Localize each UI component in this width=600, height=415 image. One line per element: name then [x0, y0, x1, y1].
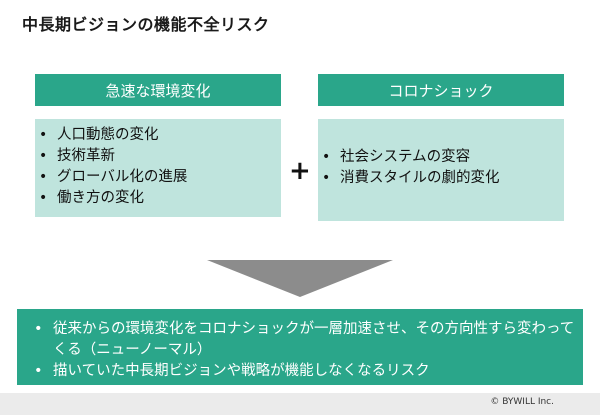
left-item: •技術革新: [35, 146, 281, 167]
result-box: •従来からの環境変化をコロナショックが一層加速させ、その方向性すら変わってくる（…: [17, 309, 583, 385]
bullet-icon: •: [322, 149, 331, 165]
footer-band: [0, 393, 600, 415]
right-header: コロナショック: [318, 74, 564, 106]
right-item: •消費スタイルの劇的変化: [318, 168, 564, 189]
result-item: •描いていた中長期ビジョンや戦略が機能しなくなるリスク: [31, 361, 575, 382]
left-item: •グローバル化の進展: [35, 167, 281, 188]
left-item: •人口動態の変化: [35, 125, 281, 146]
down-arrow-shape: [207, 260, 393, 297]
right-item: •社会システムの変容: [318, 147, 564, 168]
bullet-icon: •: [322, 170, 331, 186]
bullet-icon: •: [34, 321, 43, 337]
result-item: •従来からの環境変化をコロナショックが一層加速させ、その方向性すら変わってくる（…: [34, 321, 575, 358]
left-header: 急速な環境変化: [35, 74, 281, 106]
left-item: •働き方の変化: [35, 188, 281, 209]
bullet-icon: •: [39, 169, 48, 185]
bullet-icon: •: [39, 148, 48, 164]
page-title: 中長期ビジョンの機能不全リスク: [22, 15, 270, 34]
plus-operator: +: [289, 156, 311, 186]
bullet-icon: •: [39, 190, 48, 206]
bullet-icon: •: [39, 127, 48, 143]
left-box: •人口動態の変化 •技術革新 •グローバル化の進展 •働き方の変化: [35, 119, 281, 217]
copyright: © BYWILL Inc.: [490, 397, 554, 407]
right-box: •社会システムの変容 •消費スタイルの劇的変化: [318, 119, 564, 221]
bullet-icon: •: [34, 363, 43, 379]
